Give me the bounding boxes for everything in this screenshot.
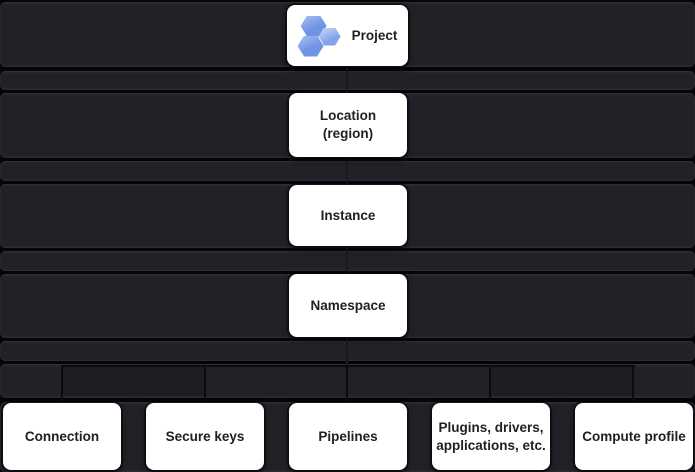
node-label: Compute profile [582,428,686,444]
hexagon-shape [297,35,324,57]
connector-line [346,67,348,93]
node-pipelines: Pipelines [289,403,407,470]
connector-line [346,248,348,274]
node-label: Secure keys [165,428,245,444]
connector-line [204,365,206,402]
connector-line [61,365,63,402]
node-instance: Instance [289,185,407,246]
node-secure-keys: Secure keys [146,403,264,470]
connector-line [346,338,348,365]
connector-trunk-line [61,365,635,367]
node-label: Project [351,27,398,43]
node-label: Pipelines [318,428,378,444]
hexagon-shape [300,15,327,37]
node-label: Namespace [310,297,386,313]
node-plugins-drivers-applications: Plugins, drivers, applications, etc. [432,403,550,470]
connector-line [632,365,634,402]
node-namespace: Namespace [289,274,407,337]
node-label: Location (region) [319,108,377,141]
connector-line [489,365,491,402]
node-label: Instance [320,207,376,223]
node-label: Plugins, drivers, applications, etc. [436,419,546,453]
node-project: Project [287,5,408,66]
connector-elbow [491,367,632,396]
project-hexagons-icon [297,15,341,57]
node-compute-profile: Compute profile [575,403,693,470]
hexagon-shape [318,27,341,46]
connector-elbow [62,367,204,396]
node-location-region: Location (region) [289,93,407,157]
node-connection: Connection [3,403,121,470]
connector-line [346,158,348,184]
node-label: Connection [24,428,100,444]
connector-line [346,365,348,402]
